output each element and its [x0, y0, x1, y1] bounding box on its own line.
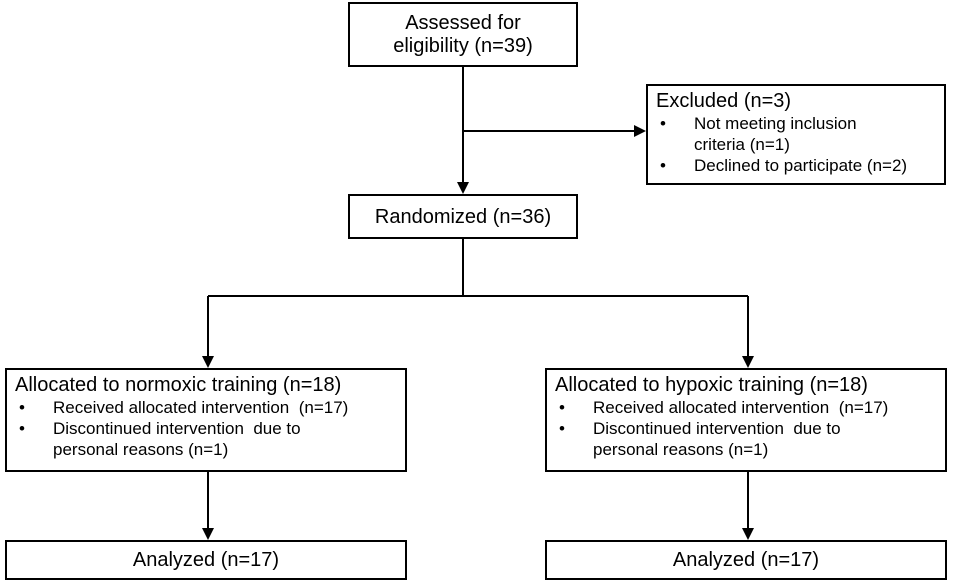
hypoxic-title: Allocated to hypoxic training (n=18) — [555, 374, 868, 396]
normoxic-detail-2: Discontinued intervention due to persona… — [15, 418, 343, 460]
normoxic-title: Allocated to normoxic training (n=18) — [15, 374, 342, 396]
normoxic-box: Allocated to normoxic training (n=18) Re… — [5, 368, 407, 472]
hypoxic-detail-1: Received allocated intervention (n=17) — [555, 397, 937, 418]
analyzed-left-box: Analyzed (n=17) — [5, 540, 407, 580]
randomized-box: Randomized (n=36) — [348, 194, 578, 239]
excluded-reason-2: Declined to participate (n=2) — [656, 155, 936, 176]
normoxic-details: Received allocated intervention (n=17) D… — [15, 397, 397, 460]
assessed-box: Assessed for eligibility (n=39) — [348, 2, 578, 67]
excluded-title: Excluded (n=3) — [656, 90, 792, 112]
randomized-label: Randomized (n=36) — [374, 206, 552, 228]
analyzed-right-box: Analyzed (n=17) — [545, 540, 947, 580]
hypoxic-box: Allocated to hypoxic training (n=18) Rec… — [545, 368, 947, 472]
normoxic-detail-1: Received allocated intervention (n=17) — [15, 397, 397, 418]
excluded-reason-1: Not meeting inclusion criteria (n=1) — [656, 113, 894, 155]
hypoxic-details: Received allocated intervention (n=17) D… — [555, 397, 937, 460]
assessed-line1: Assessed for — [405, 12, 521, 34]
analyzed-left-label: Analyzed (n=17) — [132, 549, 280, 571]
excluded-box: Excluded (n=3) Not meeting inclusion cri… — [646, 84, 946, 185]
analyzed-right-label: Analyzed (n=17) — [672, 549, 820, 571]
excluded-reasons: Not meeting inclusion criteria (n=1) Dec… — [656, 113, 936, 176]
assessed-line2: eligibility (n=39) — [393, 35, 533, 57]
hypoxic-detail-2: Discontinued intervention due to persona… — [555, 418, 883, 460]
